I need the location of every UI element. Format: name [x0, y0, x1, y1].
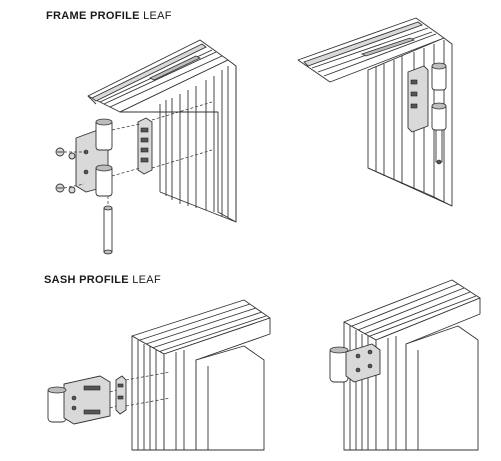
frame-vertical-post — [119, 59, 237, 223]
frame-hinge-leaf — [75, 101, 213, 197]
sash-heading-bold: SASH PROFILE — [44, 274, 129, 286]
sash-hinge-leaf — [47, 375, 117, 425]
sash-assembled-hinge — [329, 343, 381, 383]
sash-profile-body — [131, 299, 271, 451]
sash-heading-light: LEAF — [132, 274, 161, 286]
frame-assembled-illustration — [297, 17, 453, 207]
frame-assembled-top-rail — [297, 17, 445, 83]
sash-mounting-plate — [115, 371, 171, 415]
frame-hinge-pin — [103, 196, 113, 255]
frame-top-rail — [87, 39, 229, 113]
sash-profile-heading: SASH PROFILE LEAF — [44, 274, 161, 286]
frame-heading-bold: FRAME PROFILE — [46, 10, 140, 22]
frame-exploded-illustration — [55, 39, 237, 255]
sash-exploded-illustration — [47, 299, 271, 451]
frame-screws — [55, 147, 85, 194]
frame-mounting-plate — [137, 117, 153, 175]
frame-assembled-hinge — [407, 62, 447, 165]
sash-assembled-body — [343, 279, 481, 451]
frame-profile-heading: FRAME PROFILE LEAF — [46, 10, 172, 22]
frame-heading-light: LEAF — [143, 10, 172, 22]
sash-assembled-illustration — [329, 279, 481, 451]
